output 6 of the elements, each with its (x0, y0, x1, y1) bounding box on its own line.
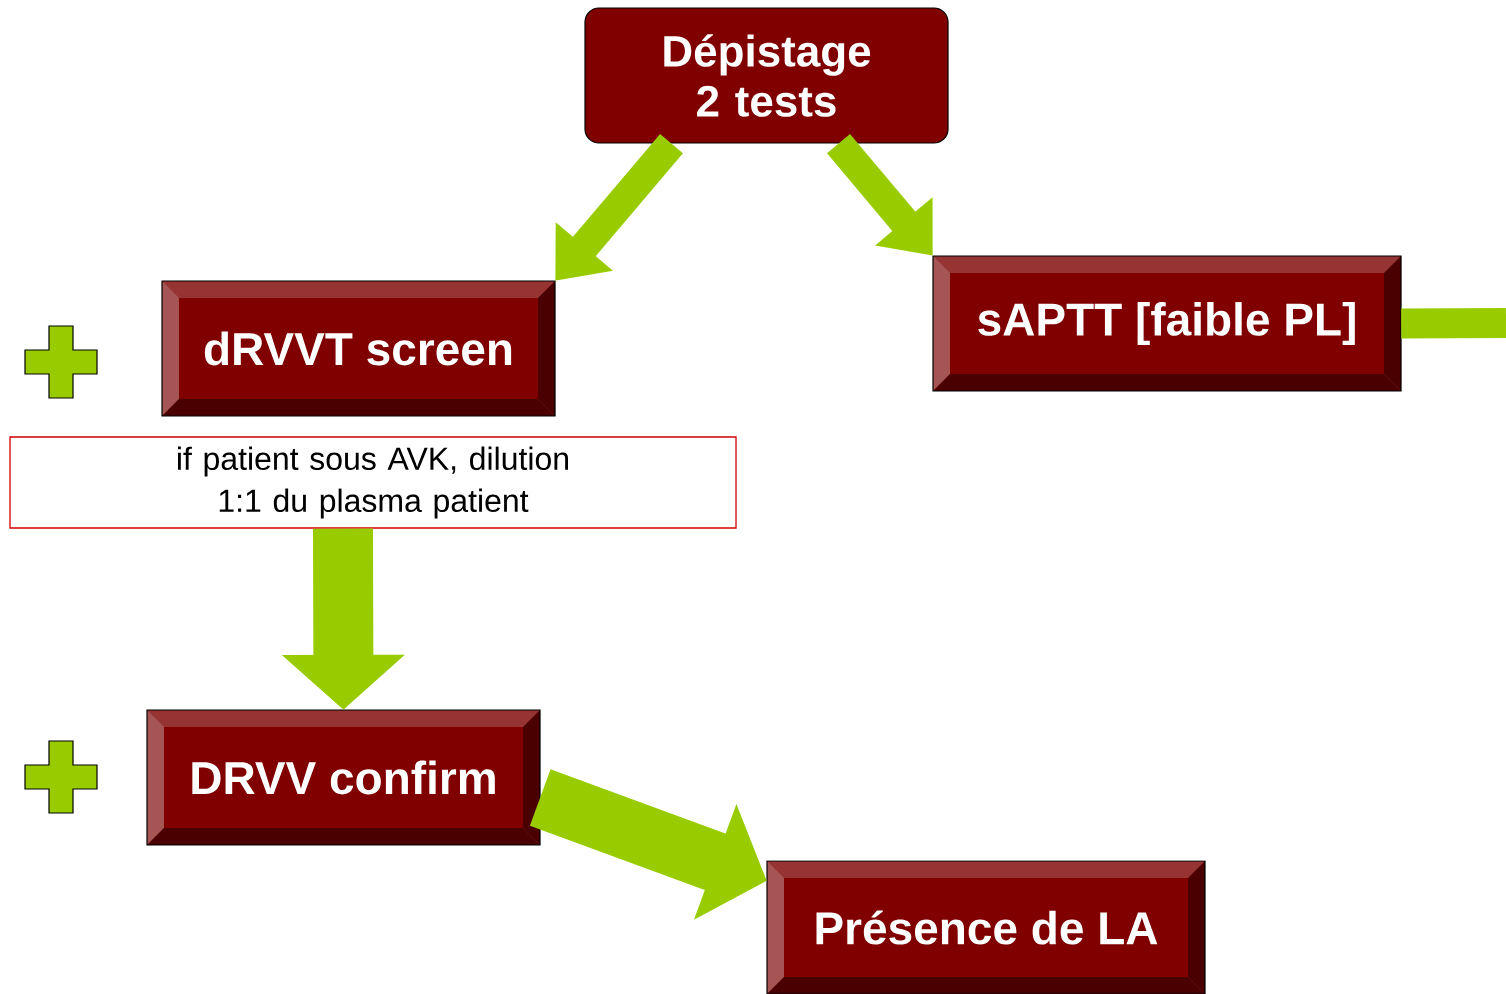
beveled-box: Présence de LA (766, 860, 1206, 994)
process-box: Dépistage 2 tests (584, 7, 949, 144)
beveled-box: sAPTT [faible PL] (932, 255, 1402, 392)
beveled-box: dRVVT screen (161, 280, 556, 417)
beveled-box: DRVV confirm (146, 709, 541, 846)
note-box: if patient sous AVK, dilution 1:1 du plasma patient (9, 436, 737, 529)
